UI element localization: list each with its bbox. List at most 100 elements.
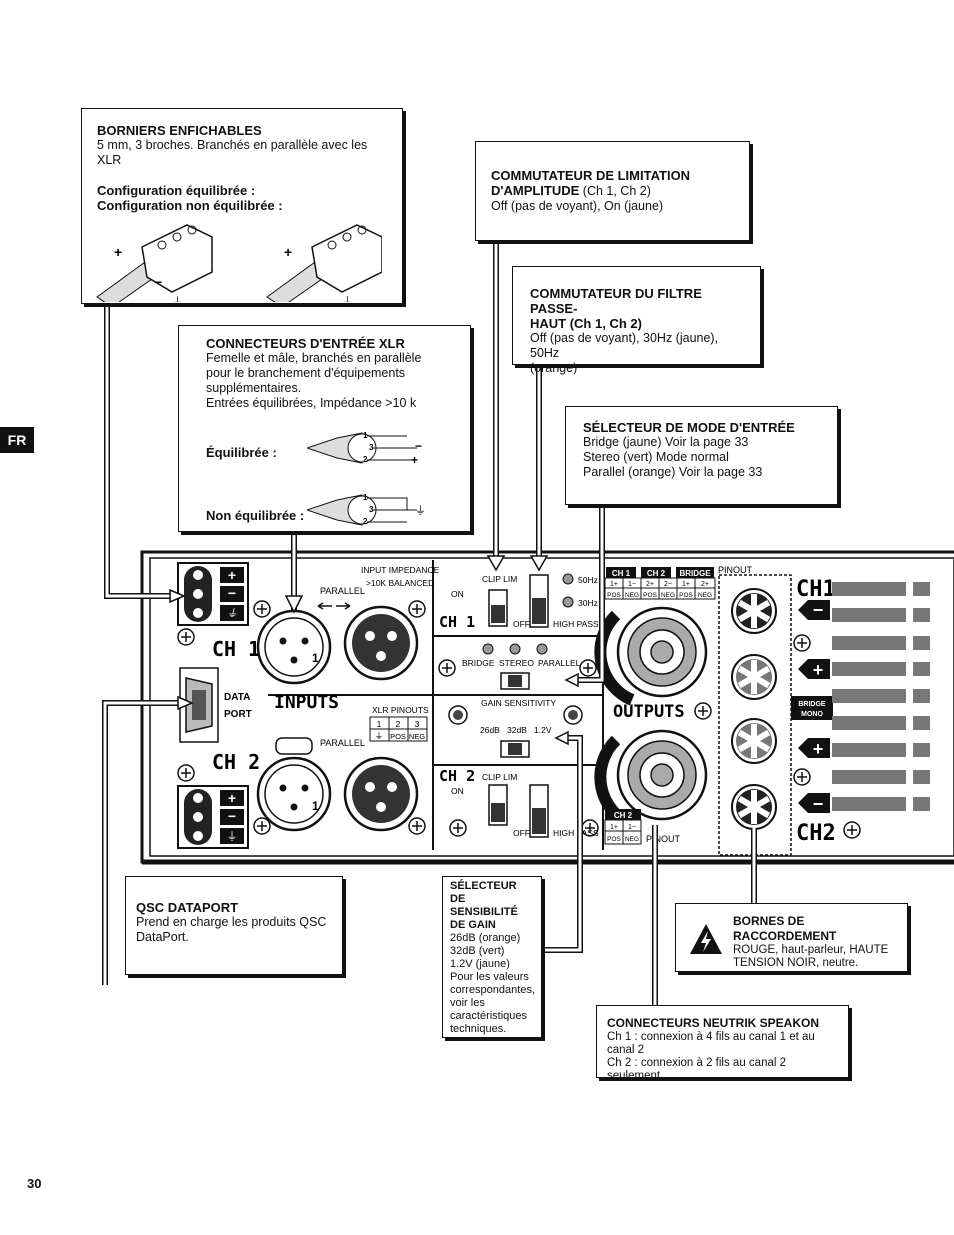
svg-text:−: − (228, 808, 236, 824)
on-label-ch1: ON (451, 589, 464, 599)
dataport-line2: DataPort. (136, 930, 189, 944)
dataport-connector (179, 667, 219, 743)
svg-text:1−: 1− (628, 824, 636, 831)
data-label: DATA (224, 692, 250, 703)
gain-line: Pour les valeurs (450, 971, 529, 983)
language-tab: FR (0, 427, 34, 453)
gain-line: caractéristiques (450, 1010, 528, 1022)
svg-text:3: 3 (369, 443, 374, 452)
xlr-line2: pour le branchement d'équipements (206, 366, 406, 380)
svg-text:NEG: NEG (661, 592, 675, 599)
xlr-female-ch2: 1 (256, 737, 332, 832)
gain-title2: DE SENSIBILITÉ (450, 893, 518, 918)
terminal-block-ch2: + − ⏚ (177, 785, 249, 849)
svg-text:2: 2 (363, 517, 368, 526)
gain-line: correspondantes, (450, 984, 535, 996)
parallel-label-bottom: PARALLEL (320, 738, 365, 748)
outputs-label: OUTPUTS (613, 702, 685, 722)
svg-text:NEG: NEG (625, 592, 639, 599)
svg-text:⏚: ⏚ (172, 295, 183, 302)
svg-text:+: + (813, 660, 824, 680)
borniers-unbalanced: Configuration non équilibrée : (97, 198, 283, 213)
hz50-label: 50Hz (578, 575, 598, 585)
xlr-female-ch1: 1 (256, 609, 332, 685)
panel-ch2-label: CH 2 (212, 750, 260, 774)
dataport-line1: Prend en charge les produits QSC (136, 915, 327, 929)
hz30-label: 30Hz (578, 598, 598, 608)
warning-icon (690, 924, 722, 954)
clip-lim-label-ch2: CLIP LIM (482, 772, 517, 782)
svg-text:2: 2 (363, 455, 368, 464)
ch2-control-label: CH 2 (439, 767, 475, 785)
xlr-male-ch1 (343, 605, 419, 681)
svg-text:2: 2 (396, 719, 401, 729)
svg-text:+: + (228, 567, 236, 583)
svg-text:PINOUT: PINOUT (646, 834, 681, 844)
gain-title1: SÉLECTEUR (450, 880, 517, 892)
bridge-mono-label-2: MONO (801, 711, 823, 718)
xlr-male-ch2 (343, 756, 419, 832)
mode-title: SÉLECTEUR DE MODE D'ENTRÉE (583, 420, 795, 435)
svg-text:1: 1 (377, 719, 382, 729)
bornes-title: BORNES DE RACCORDEMENT (733, 914, 837, 943)
hpf-line2: (orange) (530, 361, 578, 375)
ch1-control-label: CH 1 (439, 613, 475, 631)
mode-line3: Parallel (orange) Voir la page 33 (583, 465, 763, 479)
panel-ch1-label: CH 1 (212, 637, 260, 661)
clip-title2-suffix: (Ch 1, Ch 2) (579, 184, 651, 198)
svg-text:POS: POS (607, 592, 621, 599)
clip-title1: COMMUTATEUR DE LIMITATION (491, 168, 691, 183)
svg-text:+: + (228, 790, 236, 806)
svg-text:⏚: ⏚ (227, 608, 238, 620)
speakon-ch2 (594, 729, 708, 831)
svg-text:−: − (813, 600, 824, 620)
svg-text:1: 1 (312, 799, 319, 813)
input-impedance-line2: >10K BALANCED (366, 578, 434, 588)
clip-title2: D'AMPLITUDE (491, 183, 580, 198)
callout-input-mode: SÉLECTEUR DE MODE D'ENTRÉE Bridge (jaune… (565, 406, 838, 505)
speakon-pinout-table: PINOUT CH 1 CH 2 BRIDGE 1+ 1− 2+ 2− 1+ 2… (604, 565, 753, 600)
xlr-line1: Femelle et mâle, branchés en parallèle (206, 351, 422, 365)
svg-text:+: + (114, 244, 122, 260)
bornes-line2: TENSION NOIR, neutre. (733, 957, 859, 969)
borniers-balanced: Configuration équilibrée : (97, 183, 256, 198)
callout-bornes: BORNES DE RACCORDEMENT ROUGE, haut-parle… (675, 903, 908, 972)
xlr-balanced: Équilibrée : (206, 445, 277, 460)
hpf-title2: HAUT (Ch 1, Ch 2) (530, 316, 642, 331)
svg-text:1+: 1+ (610, 824, 618, 831)
terminal-plug-illustrations: + − ⏚ + ⏚ (96, 224, 382, 302)
off-label-ch1: OFF (513, 619, 530, 629)
svg-text:2+: 2+ (701, 581, 709, 588)
gain-line: techniques. (450, 1023, 507, 1035)
svg-text:CH 2: CH 2 (614, 811, 633, 820)
svg-text:1: 1 (312, 651, 319, 665)
port-label: PORT (224, 709, 252, 720)
stereo-mode-label: STEREO (499, 658, 534, 668)
terminal-block-ch1: + − ⏚ (177, 562, 249, 626)
speakon-line1: Ch 1 : connexion à 4 fils au canal 1 et … (607, 1031, 815, 1056)
svg-text:+: + (813, 739, 824, 759)
ch2-output-label: CH2 (796, 821, 836, 846)
gain-line: 26dB (orange) (450, 932, 521, 944)
svg-text:+: + (284, 244, 292, 260)
svg-text:NEG: NEG (698, 592, 712, 599)
mode-line1: Bridge (jaune) Voir la page 33 (583, 435, 749, 449)
bornes-line1: ROUGE, haut-parleur, HAUTE (733, 944, 889, 956)
svg-text:PINOUT: PINOUT (718, 565, 753, 575)
svg-text:1+: 1+ (682, 581, 690, 588)
gain-line: 1.2V (jaune) (450, 958, 510, 970)
clip-lim-label-ch1: CLIP LIM (482, 574, 517, 584)
gain-title3: DE GAIN (450, 919, 496, 931)
gain-line: voir les (450, 997, 485, 1009)
clip-line1: Off (pas de voyant), On (jaune) (491, 199, 664, 213)
callout-borniers: BORNIERS ENFICHABLES 5 mm, 3 broches. Br… (81, 108, 403, 304)
svg-text:1: 1 (363, 493, 368, 502)
svg-text:⏚: ⏚ (415, 504, 426, 517)
borniers-desc: 5 mm, 3 broches. Branchés en parallèle a… (97, 138, 368, 167)
svg-text:2+: 2+ (646, 581, 654, 588)
callout-xlr: CONNECTEURS D'ENTRÉE XLR Femelle et mâle… (178, 325, 471, 532)
svg-text:NEG: NEG (409, 732, 425, 741)
callout-dataport: QSC DATAPORT Prend en charge les produit… (125, 876, 343, 975)
xlr-unbalanced: Non équilibrée : (206, 508, 305, 523)
svg-text:−: − (228, 585, 236, 601)
